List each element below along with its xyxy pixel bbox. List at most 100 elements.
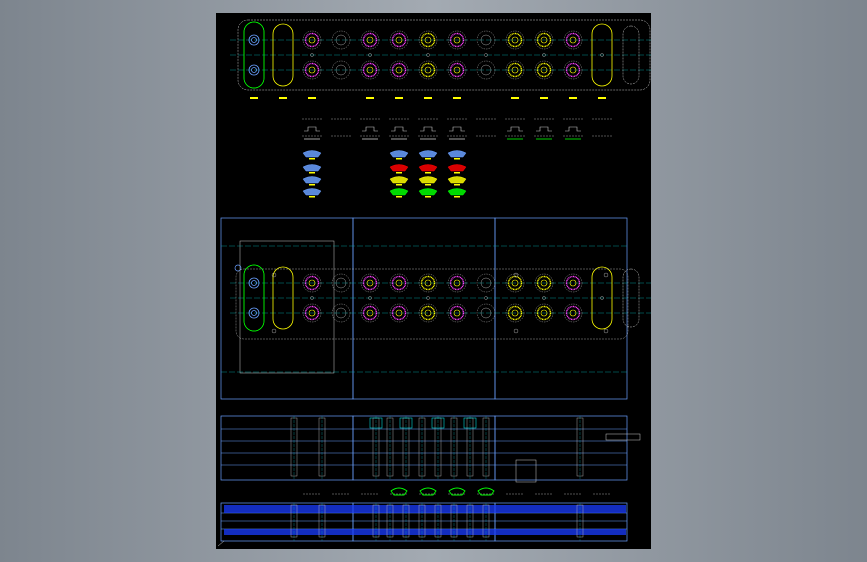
ring-core	[569, 309, 577, 317]
ring-core	[395, 66, 403, 74]
forming-stage	[447, 176, 467, 184]
station-label-mark	[395, 97, 403, 99]
pin-hole	[426, 296, 430, 300]
idle-inner	[335, 34, 347, 46]
station-label-mark	[424, 97, 432, 99]
ring-core	[424, 309, 432, 317]
pin-hole	[484, 53, 488, 57]
ring-core	[308, 36, 316, 44]
idle-station	[476, 273, 496, 293]
forming-stage	[302, 176, 322, 184]
ring-core	[511, 66, 519, 74]
ring-core	[540, 36, 548, 44]
ring-outer	[447, 303, 467, 323]
stage-label-mark	[309, 172, 315, 174]
ring-outer	[534, 30, 554, 50]
idle-station	[476, 303, 496, 323]
ring-outer	[534, 60, 554, 80]
ring-outer	[563, 303, 583, 323]
ring-outer	[389, 30, 409, 50]
ring-form	[391, 62, 407, 78]
ring-core	[395, 279, 403, 287]
ring-form	[449, 62, 465, 78]
ring-form	[536, 305, 552, 321]
ring-form	[449, 32, 465, 48]
ring-outer	[302, 273, 322, 293]
idle-station	[476, 30, 496, 50]
bolt-hole	[513, 272, 519, 278]
section-profile	[391, 126, 407, 132]
forming-stage	[389, 176, 409, 184]
stage-label-mark	[425, 172, 431, 174]
station-label-mark	[511, 97, 519, 99]
section-profile	[362, 126, 378, 132]
elev-frame-mid	[352, 415, 496, 481]
ring-outer	[563, 60, 583, 80]
ring-form	[362, 32, 378, 48]
station-label-mark	[279, 97, 287, 99]
forming-stage	[447, 164, 467, 172]
ring-form	[507, 62, 523, 78]
section-profile	[449, 126, 465, 132]
punch-holder	[399, 417, 413, 429]
ring-form	[449, 305, 465, 321]
stage-label-mark	[309, 184, 315, 186]
ring-core	[511, 36, 519, 44]
ring-outer	[360, 60, 380, 80]
pilot-slot	[243, 21, 265, 89]
idle-inner	[480, 277, 492, 289]
cad-drawing	[217, 19, 651, 547]
ring-core	[308, 309, 316, 317]
ring-form	[362, 305, 378, 321]
forming-stage	[389, 188, 409, 196]
idle-slot	[622, 268, 640, 328]
stage-label-mark	[454, 196, 460, 198]
oblong-slot	[272, 23, 294, 87]
punch-holder	[431, 417, 445, 429]
stage-label-mark	[396, 196, 402, 198]
ring-outer	[418, 303, 438, 323]
ring-core	[511, 309, 519, 317]
idle-station	[331, 30, 351, 50]
ring-outer	[447, 273, 467, 293]
pilot-hole	[248, 277, 260, 289]
punch-holder	[369, 417, 383, 429]
ring-core	[395, 309, 403, 317]
pin-hole	[600, 296, 604, 300]
ring-core	[453, 279, 461, 287]
ring-form	[420, 305, 436, 321]
pin-hole	[542, 53, 546, 57]
ring-outer	[563, 273, 583, 293]
ring-form	[507, 305, 523, 321]
ring-outer	[418, 30, 438, 50]
die-elevation-upper	[220, 415, 641, 483]
pin-hole	[542, 296, 546, 300]
section-profile	[507, 126, 523, 132]
bolt-hole	[603, 328, 609, 334]
forming-stage	[389, 164, 409, 172]
pilot-hole	[248, 307, 260, 319]
drawing-sheet	[216, 13, 651, 549]
ring-core	[395, 36, 403, 44]
ring-outer	[389, 273, 409, 293]
pilot-hole	[248, 34, 260, 46]
ring-outer	[302, 60, 322, 80]
station-label-mark	[540, 97, 548, 99]
ring-core	[540, 66, 548, 74]
stage-label-mark	[425, 196, 431, 198]
oblong-slot	[591, 23, 613, 87]
pin-hole	[368, 53, 372, 57]
ring-form	[536, 275, 552, 291]
ring-form	[565, 305, 581, 321]
elev-frame-left	[220, 415, 354, 481]
ring-form	[420, 275, 436, 291]
ring-outer	[505, 273, 525, 293]
idle-station	[476, 60, 496, 80]
ring-core	[569, 279, 577, 287]
oblong-slot	[591, 266, 613, 330]
pin-hole	[310, 296, 314, 300]
forming-stage	[302, 164, 322, 172]
bolt-hole	[271, 272, 277, 278]
ring-outer	[389, 60, 409, 80]
pin-hole	[484, 296, 488, 300]
